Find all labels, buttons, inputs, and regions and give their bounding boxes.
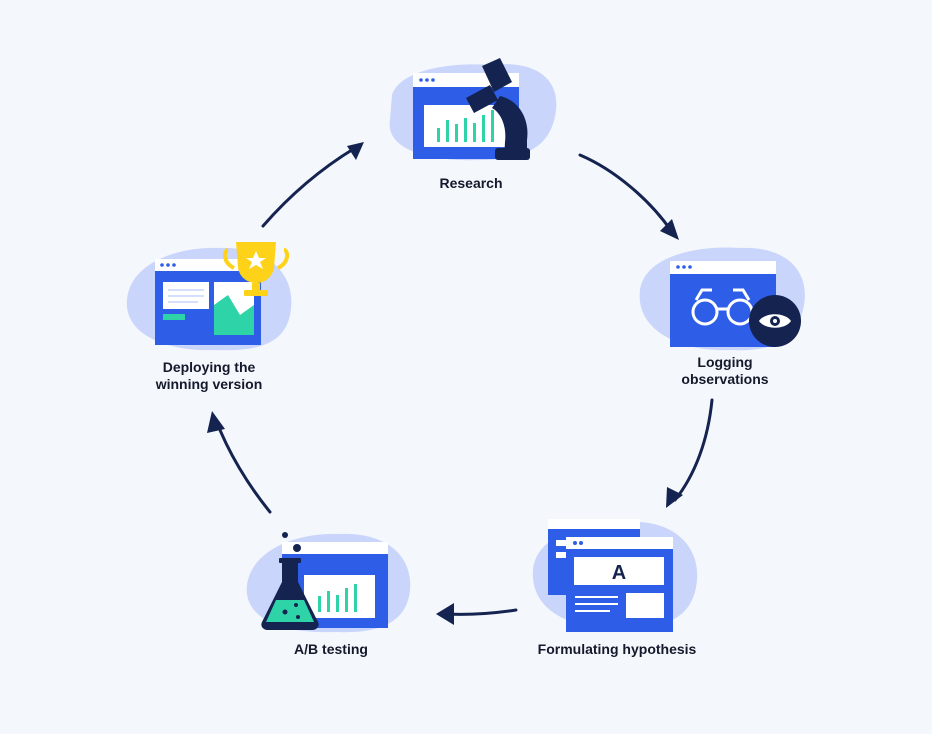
- hypothesis-illustration: A: [532, 519, 698, 632]
- arrowhead-4-icon: [207, 411, 225, 433]
- trophy-icon: [222, 242, 290, 296]
- ab-window-bar: [282, 542, 388, 554]
- ab-testing-illustration: [246, 532, 411, 633]
- mountain-icon: [214, 295, 254, 335]
- arrow-deploy-to-research: [261, 146, 357, 228]
- document-image-box: [626, 593, 664, 618]
- arrow-logging-to-hypothesis: [673, 398, 714, 502]
- step-label-logging-line2: observations: [681, 371, 768, 387]
- arrow-ab-to-deploy: [214, 418, 272, 514]
- variant-a-label: A: [612, 562, 626, 584]
- research-illustration: [389, 58, 557, 161]
- step-label-research: Research: [439, 175, 502, 191]
- ab-chart-panel: [304, 575, 375, 618]
- arrowhead-3-icon: [436, 603, 454, 625]
- step-label-deploy-line1: Deploying the: [163, 359, 256, 375]
- step-label-deploy-line2: winning version: [155, 376, 263, 392]
- deploy-window-bar: [155, 259, 261, 271]
- arrowhead-2-icon: [666, 487, 683, 508]
- ab-bar-chart-icon: [318, 584, 357, 612]
- cycle-arrows: [214, 146, 714, 616]
- deploy-button-shape: [163, 314, 185, 320]
- logging-window-bar: [670, 261, 776, 274]
- step-label-logging-line1: Logging: [697, 354, 752, 370]
- arrow-hypothesis-to-ab: [443, 608, 518, 616]
- logging-illustration: [639, 247, 805, 351]
- research-bar-chart-icon: [437, 110, 494, 142]
- microscope-icon: [466, 58, 530, 160]
- step-label-hypothesis: Formulating hypothesis: [538, 641, 697, 657]
- arrowhead-1-icon: [660, 219, 679, 240]
- arrow-heads: [207, 142, 683, 625]
- flask-icon: [261, 532, 319, 630]
- eye-icon: [759, 314, 791, 328]
- arrow-research-to-logging: [578, 153, 674, 234]
- document-lines-icon: [575, 596, 618, 612]
- arrowhead-5-icon: [347, 142, 364, 160]
- variant-a-panel: [574, 557, 664, 585]
- step-label-ab-testing: A/B testing: [294, 641, 368, 657]
- deploy-illustration: [126, 242, 292, 351]
